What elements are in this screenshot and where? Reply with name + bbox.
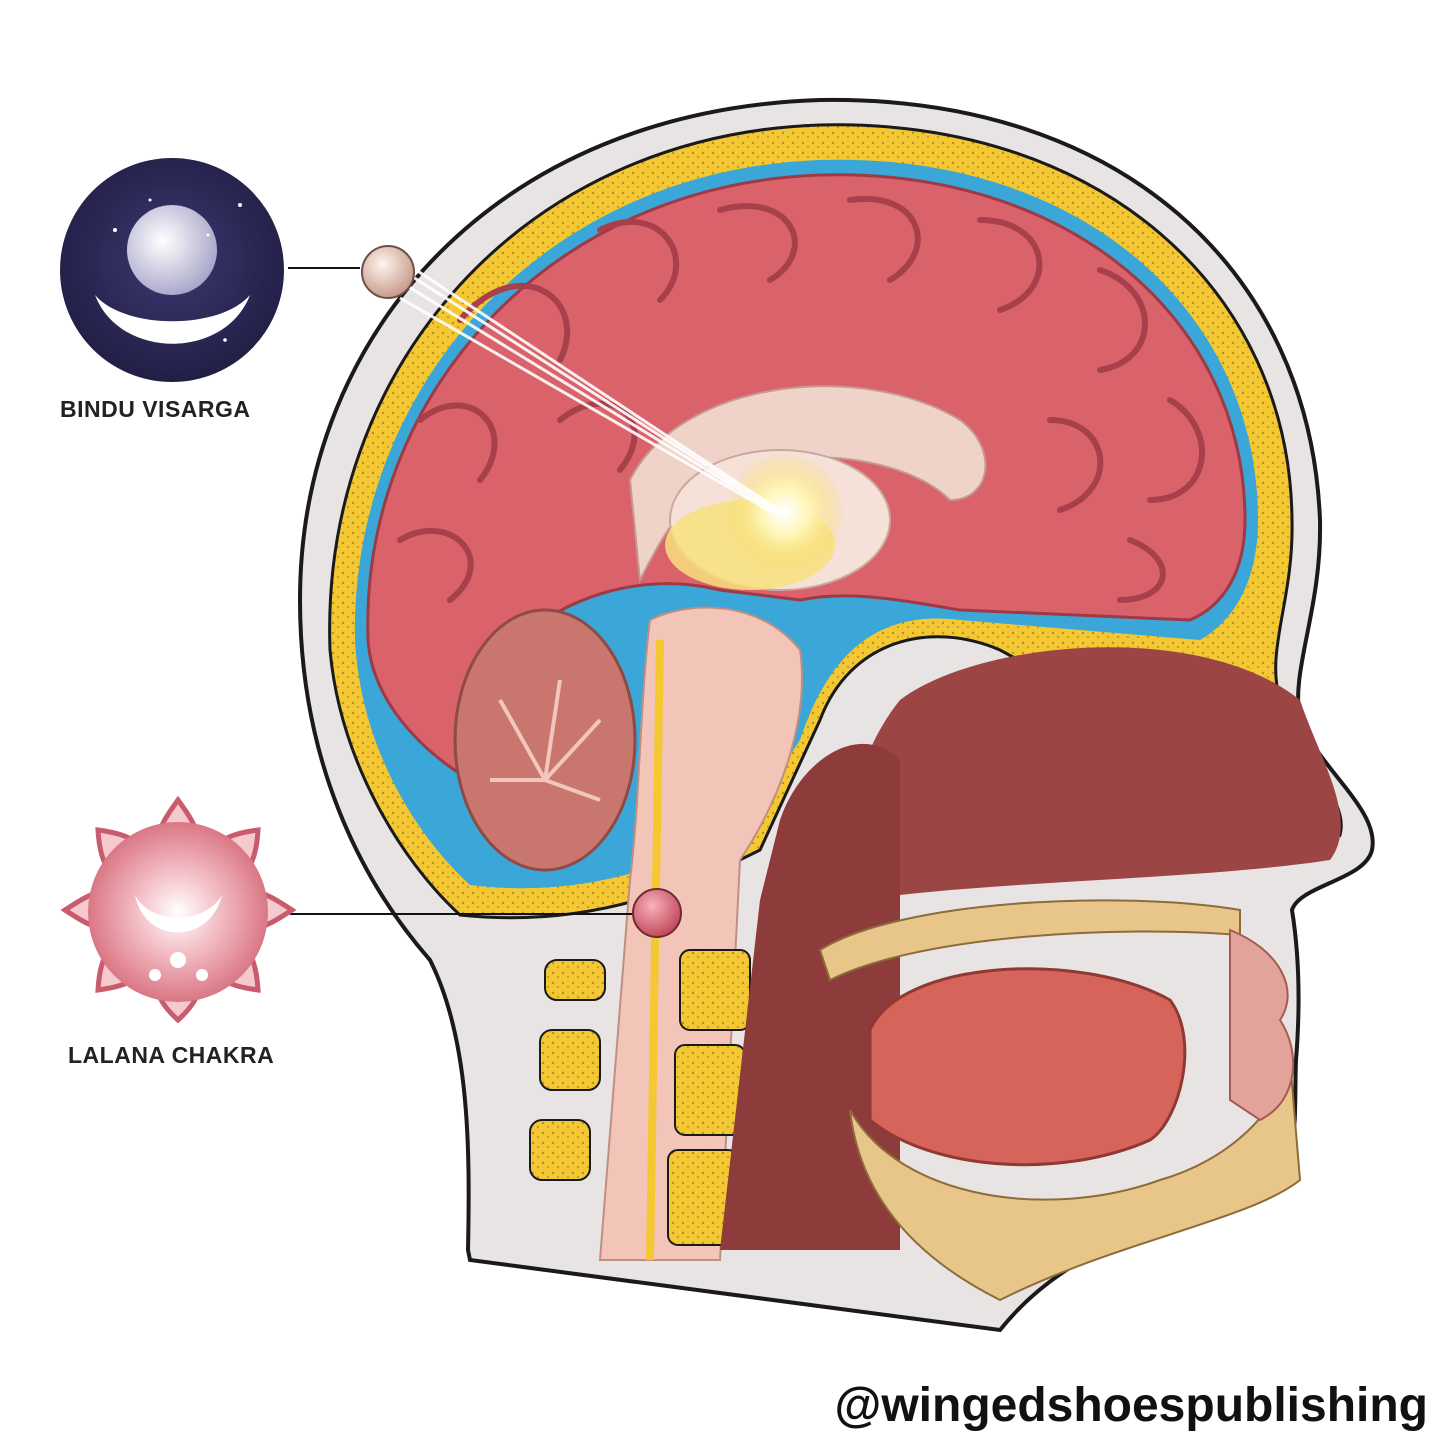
lalana-marker: [632, 888, 682, 938]
spinal-canal: [646, 639, 664, 1261]
light-point: [725, 452, 845, 572]
lotus-icon: [60, 795, 297, 1024]
nasal-cavity: [852, 647, 1341, 900]
vertebrae: [529, 949, 751, 1246]
crescent-moon-icon: [60, 158, 284, 382]
bindu-marker: [361, 245, 415, 299]
cerebellum: [453, 608, 637, 872]
jaw-bone: [849, 1059, 1302, 1302]
watermark: @wingedshoespublishing: [834, 1379, 1428, 1432]
brain-gyri: [397, 195, 1206, 603]
tongue: [868, 967, 1187, 1167]
cerebellum-arbor: [490, 679, 602, 802]
bindu-visarga-label: BINDU VISARGA: [60, 396, 251, 422]
light-rays: [397, 256, 783, 520]
lips: [1229, 928, 1295, 1122]
lalana-chakra-label: LALANA CHAKRA: [68, 1042, 275, 1068]
